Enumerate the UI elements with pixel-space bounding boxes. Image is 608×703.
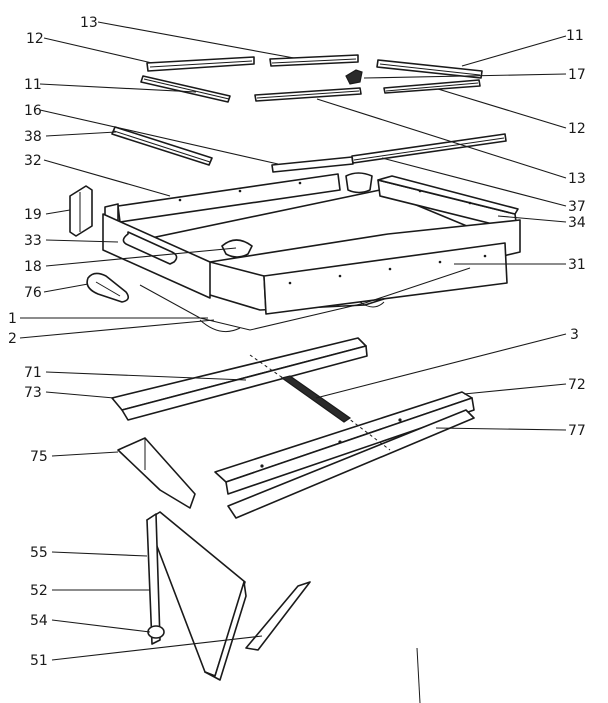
side-clip-part-19 [69,185,93,237]
callout-11-left: 11 [24,77,42,93]
rail-part-72 [214,391,475,495]
callout-3: 3 [570,327,579,343]
callout-32: 32 [24,153,42,169]
tray-assembly [102,172,521,333]
callout-2: 2 [8,331,17,347]
callout-75: 75 [30,449,48,465]
rail-part-12-right [383,79,481,94]
brace-rod-part-51 [245,581,311,651]
stray-line [416,647,421,703]
bracket-part-75 [117,437,196,509]
callout-71: 71 [24,365,42,381]
rail-part-77 [227,409,475,519]
callout-51: 51 [30,653,48,669]
rail-part-71-73 [111,337,368,421]
handle-loop-part-76 [86,272,130,303]
callout-37: 37 [568,199,586,215]
callout-38: 38 [24,129,42,145]
rail-part-12-left [146,56,255,72]
callout-72: 72 [568,377,586,393]
callout-55: 55 [30,545,48,561]
callout-73: 73 [24,385,42,401]
callout-13-top: 13 [80,15,98,31]
bracket-part-17 [345,69,363,85]
leader-lines [19,21,567,661]
leg-post-part-55 [146,513,161,645]
callout-11-right: 11 [566,28,584,44]
callout-12-left: 12 [26,31,44,47]
rail-part-37 [351,133,507,164]
callout-13-right: 13 [568,171,586,187]
callout-19: 19 [24,207,42,223]
callout-18: 18 [24,259,42,275]
callout-12-right: 12 [568,121,586,137]
rail-part-11-left [140,75,231,103]
callout-1: 1 [8,311,17,327]
leg-panel-part-52 [146,511,247,681]
callout-31: 31 [568,257,586,273]
foot-part-54 [147,625,165,639]
callout-76: 76 [24,285,42,301]
callout-16: 16 [24,103,42,119]
callout-34: 34 [568,215,586,231]
rail-part-13-lower [254,87,362,102]
rail-part-13-center [269,54,359,67]
cross-rod-part-3 [249,354,391,451]
callout-17: 17 [568,67,586,83]
rail-part-11-right [376,59,483,79]
rail-part-16 [271,156,354,173]
callout-77: 77 [568,423,586,439]
callout-33: 33 [24,233,42,249]
callout-labels: 13 12 11 11 17 16 12 38 32 13 37 19 34 3… [8,15,586,669]
callout-54: 54 [30,613,48,629]
callout-52: 52 [30,583,48,599]
